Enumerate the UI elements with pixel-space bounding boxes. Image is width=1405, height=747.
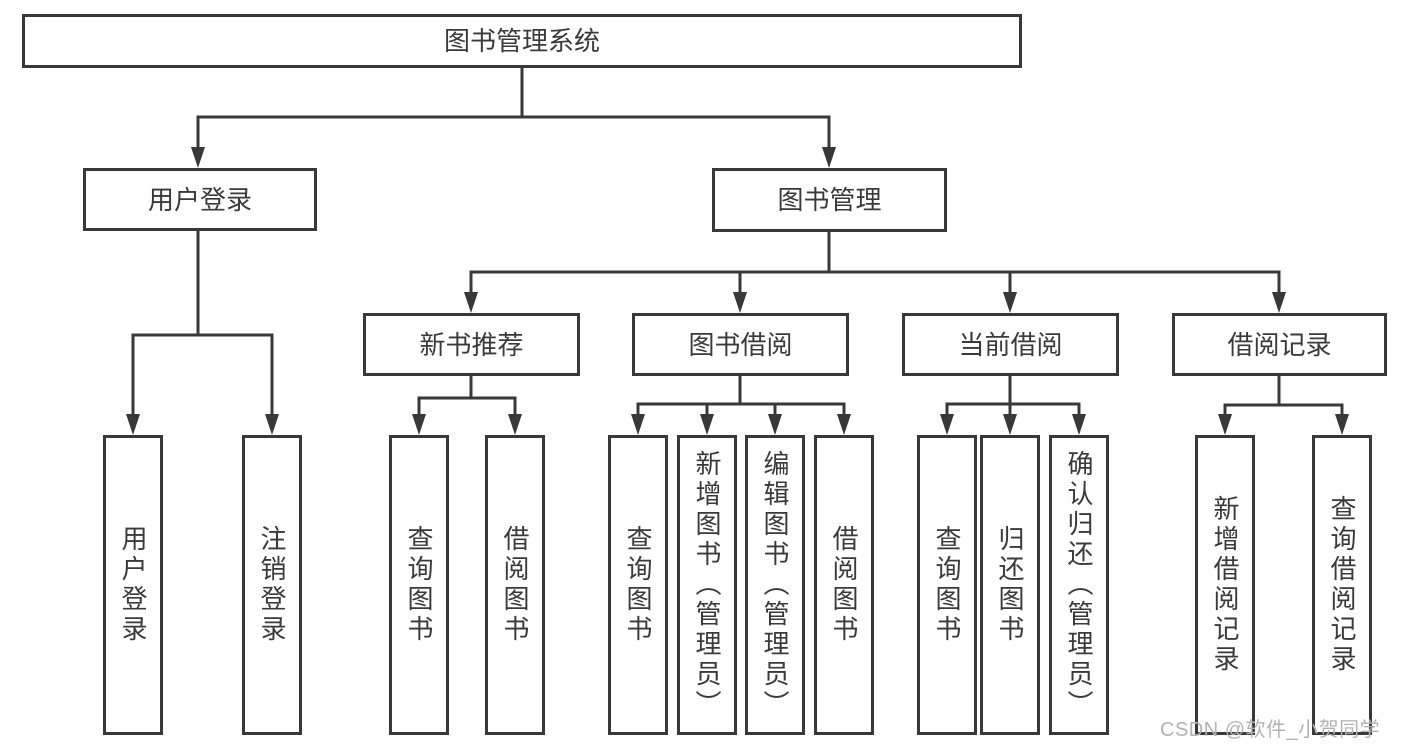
node-label: 用户登录 [147, 184, 252, 215]
node-label: 借阅图书 [829, 525, 859, 645]
arrowhead-icon [464, 292, 478, 313]
arrowhead-icon [1003, 414, 1017, 435]
node-leaf-user-login: 用户登录 [103, 435, 163, 735]
node-leaf-borrow-books: 借阅图书 [814, 435, 874, 735]
node-label: 新增借阅记录 [1210, 495, 1240, 675]
node-label: 新增图书（管理员） [692, 450, 722, 720]
node-label: 查询图书 [932, 525, 962, 645]
arrowhead-icon [508, 414, 522, 435]
arrowhead-icon [126, 414, 140, 435]
node-book-management: 图书管理 [712, 168, 947, 232]
node-label: 归还图书 [995, 525, 1025, 645]
arrowhead-icon [700, 414, 714, 435]
node-new-book-recommend: 新书推荐 [363, 313, 580, 376]
arrowhead-icon [1003, 292, 1017, 313]
arrowhead-icon [265, 414, 279, 435]
node-leaf-query-books-current: 查询图书 [917, 435, 977, 735]
node-label: 当前借阅 [958, 329, 1063, 360]
node-label: 用户登录 [118, 525, 148, 645]
arrowhead-icon [412, 414, 426, 435]
node-user-login: 用户登录 [83, 168, 317, 231]
node-label: 图书管理系统 [443, 26, 600, 56]
node-leaf-borrow-books-recommend: 借阅图书 [485, 435, 545, 735]
node-leaf-return-books: 归还图书 [980, 435, 1040, 735]
node-current-borrowing: 当前借阅 [902, 313, 1119, 376]
arrowhead-icon [631, 414, 645, 435]
arrowhead-icon [1072, 414, 1086, 435]
node-leaf-query-books-borrowing: 查询图书 [608, 435, 668, 735]
node-label: 借阅记录 [1227, 329, 1332, 360]
node-label: 确认归还（管理员） [1064, 450, 1094, 720]
node-leaf-query-books-recommend: 查询图书 [389, 435, 449, 735]
node-leaf-confirm-return-admin: 确认归还（管理员） [1049, 435, 1109, 735]
node-label: 注销登录 [257, 525, 287, 645]
arrowhead-icon [822, 147, 836, 168]
node-leaf-add-books-admin: 新增图书（管理员） [677, 435, 737, 735]
arrowhead-icon [1335, 414, 1349, 435]
node-label: 查询图书 [404, 525, 434, 645]
node-label: 图书管理 [777, 185, 882, 215]
node-label: 借阅图书 [500, 525, 530, 645]
csdn-watermark: CSDN @软件_小贺同学 [1160, 719, 1381, 741]
node-label: 编辑图书（管理员） [760, 450, 790, 720]
node-leaf-add-borrow-record: 新增借阅记录 [1195, 435, 1255, 735]
arrowhead-icon [733, 292, 747, 313]
arrowhead-icon [940, 414, 954, 435]
arrowhead-icon [768, 414, 782, 435]
node-root-title: 图书管理系统 [22, 14, 1022, 68]
arrowhead-icon [837, 414, 851, 435]
node-leaf-logout: 注销登录 [242, 435, 302, 735]
node-label: 查询图书 [623, 525, 653, 645]
node-leaf-query-borrow-record: 查询借阅记录 [1312, 435, 1372, 735]
node-label: 查询借阅记录 [1327, 495, 1357, 675]
arrowhead-icon [191, 147, 205, 168]
arrowhead-icon [1272, 292, 1286, 313]
node-leaf-edit-books-admin: 编辑图书（管理员） [745, 435, 805, 735]
arrowhead-icon [1218, 414, 1232, 435]
node-label: 图书借阅 [688, 329, 793, 360]
node-borrowing-records: 借阅记录 [1172, 313, 1387, 376]
node-label: 新书推荐 [419, 329, 524, 360]
node-book-borrowing: 图书借阅 [632, 313, 849, 376]
